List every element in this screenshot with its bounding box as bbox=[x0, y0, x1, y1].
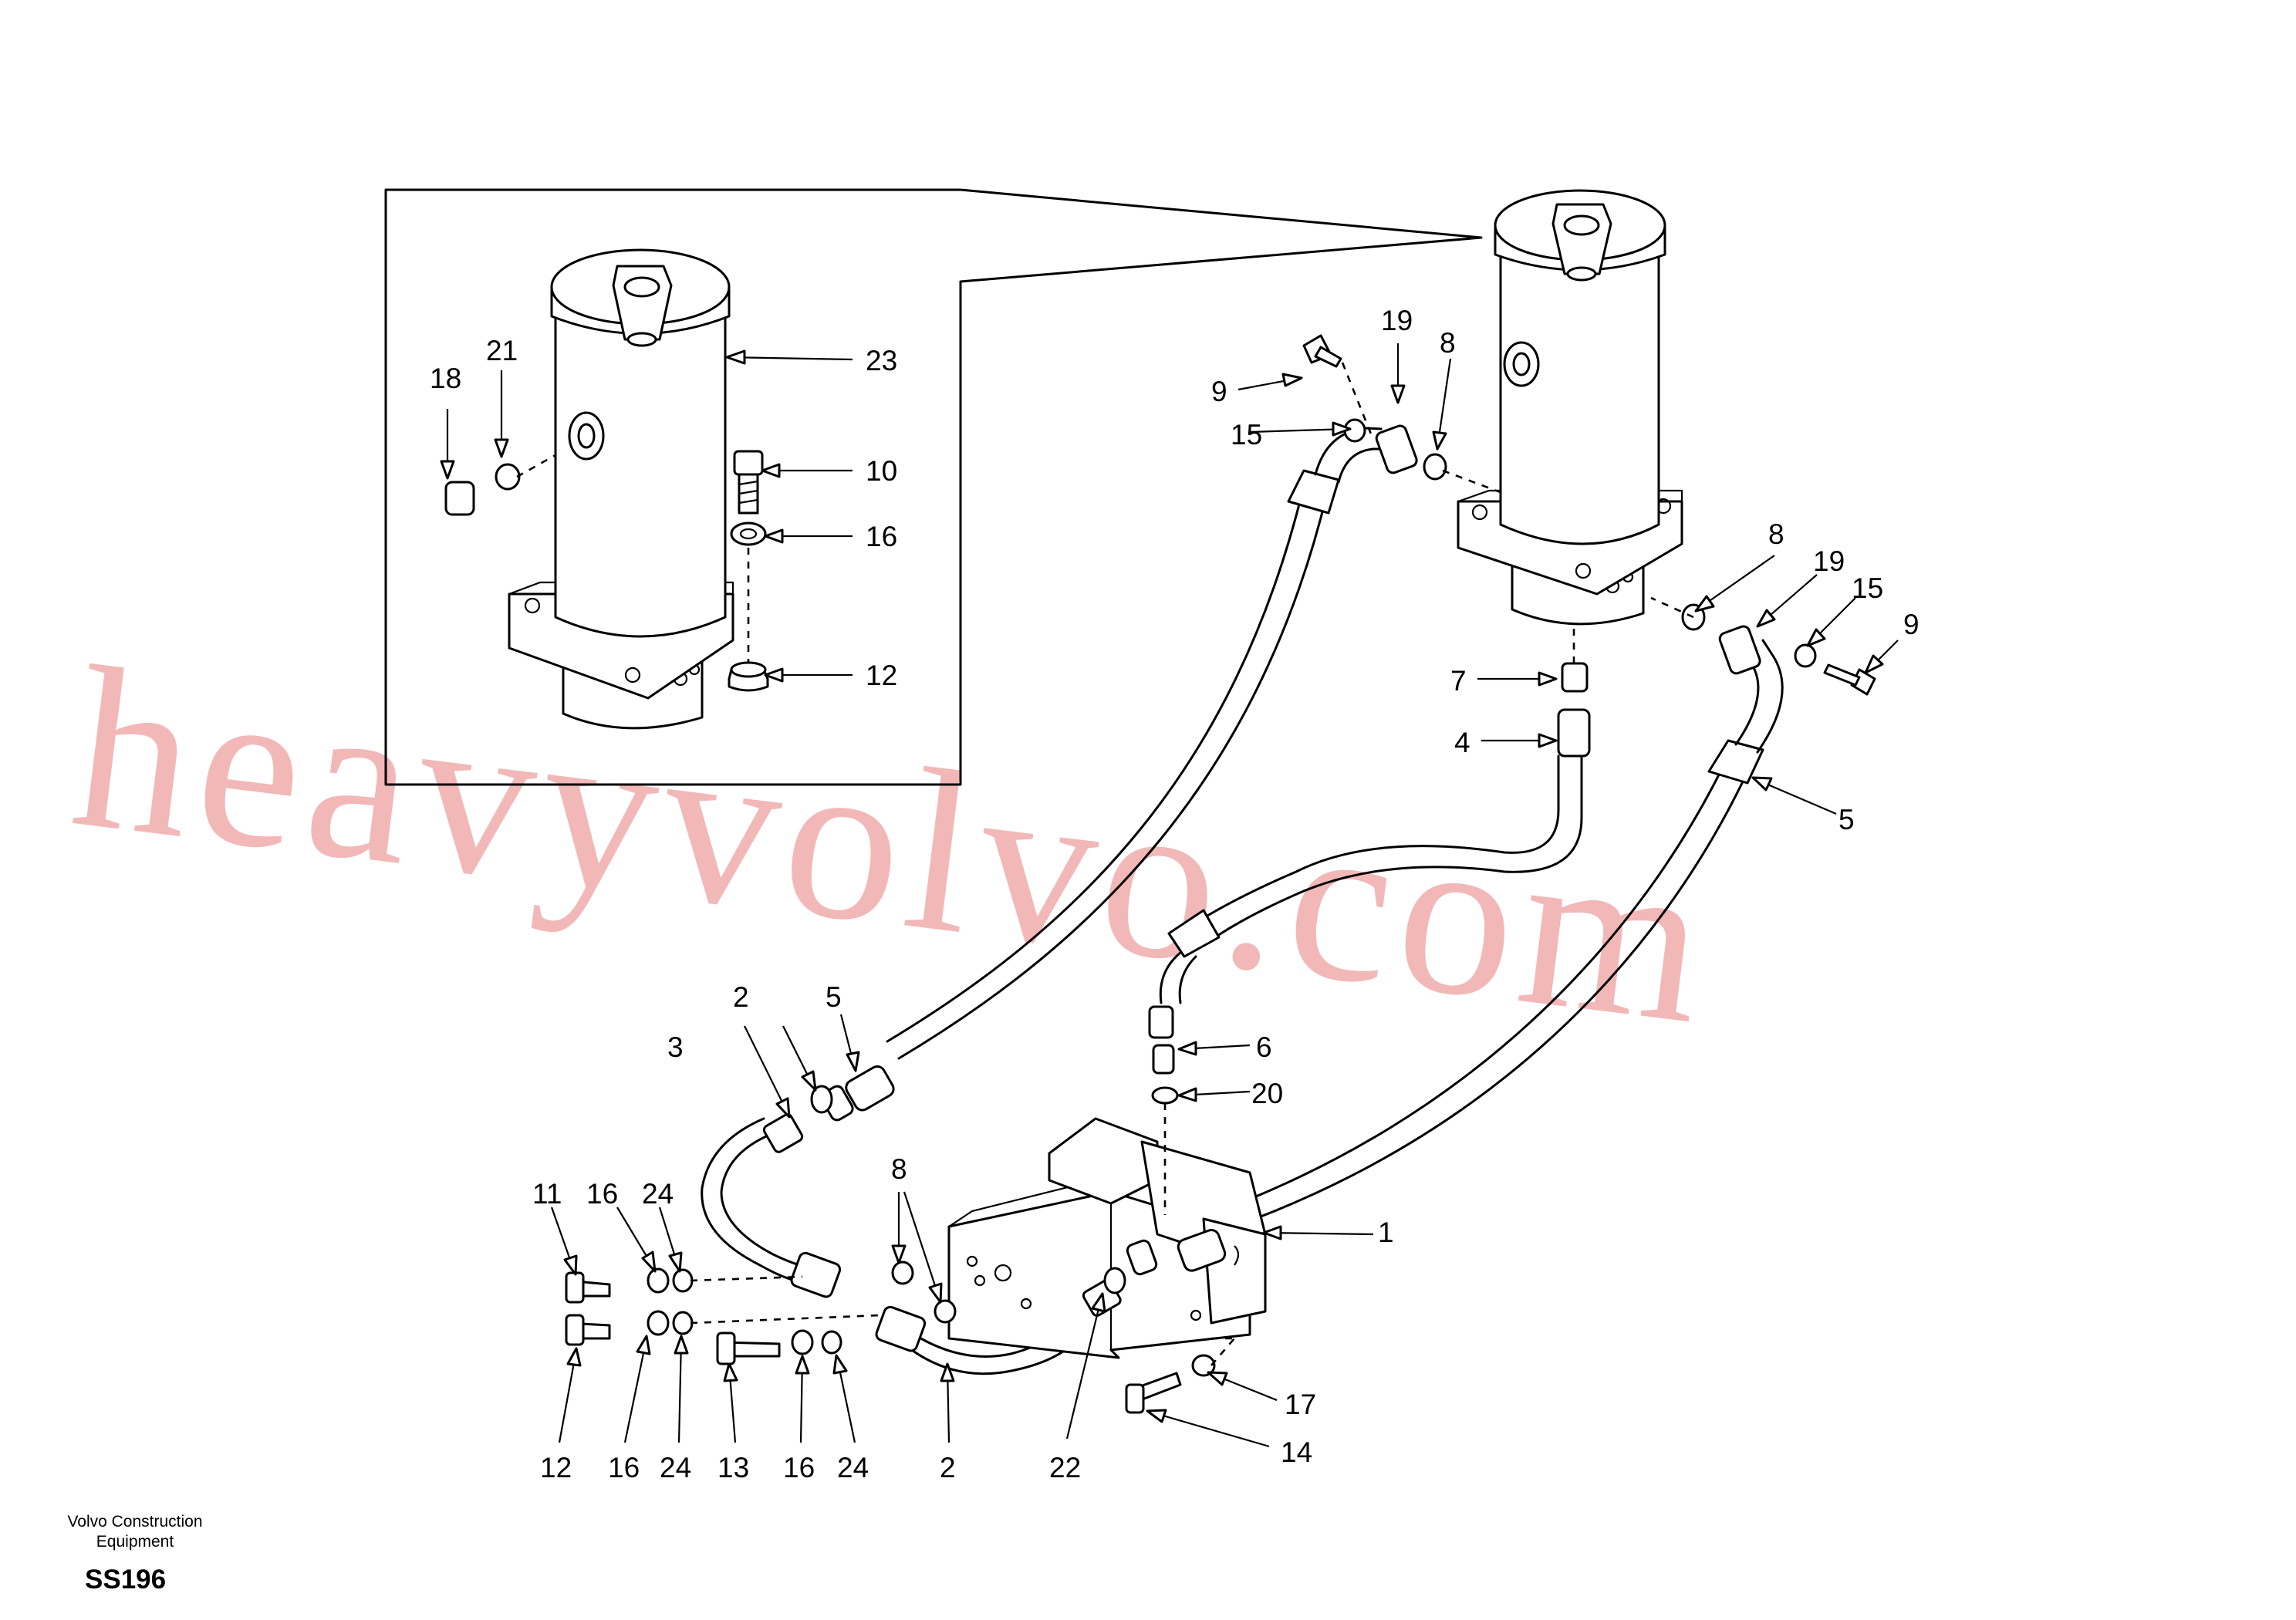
inset-bolt-10 bbox=[733, 450, 764, 515]
inset-nut-14 bbox=[728, 661, 769, 692]
label-15a: 15 bbox=[1231, 419, 1262, 451]
label-11: 11 bbox=[532, 1178, 562, 1210]
inset-swivel-cylinder bbox=[508, 248, 734, 730]
label-8c: 8 bbox=[891, 1153, 907, 1185]
label-24b: 24 bbox=[660, 1452, 691, 1483]
label-8a: 8 bbox=[1440, 327, 1456, 359]
brand-line-2: Equipment bbox=[96, 1533, 174, 1551]
label-22: 22 bbox=[1049, 1452, 1081, 1483]
label-17: 17 bbox=[1285, 1389, 1316, 1420]
label-7: 7 bbox=[1450, 665, 1467, 697]
label-19b: 19 bbox=[1813, 545, 1845, 577]
label-16a: 16 bbox=[866, 521, 897, 552]
label-21: 21 bbox=[486, 335, 518, 366]
label-4: 4 bbox=[1454, 727, 1470, 758]
label-9a: 9 bbox=[1211, 376, 1227, 407]
label-15b: 15 bbox=[1852, 572, 1883, 604]
alignment-lines bbox=[690, 362, 1694, 1366]
hose-5-left bbox=[886, 427, 1386, 1060]
travel-motor bbox=[947, 1117, 1267, 1359]
pipe-3 bbox=[701, 1117, 815, 1286]
label-24c: 24 bbox=[837, 1452, 869, 1483]
label-13: 14 bbox=[1281, 1436, 1312, 1468]
label-16b: 16 bbox=[586, 1178, 618, 1210]
label-14: 12 bbox=[866, 660, 897, 691]
callout-labels: 23 10 16 12 18 21 9 15 19 8 8 19 15 9 7 … bbox=[430, 305, 1920, 1483]
label-23: 23 bbox=[866, 345, 897, 376]
label-1: 1 bbox=[1378, 1217, 1394, 1248]
label-16c: 16 bbox=[608, 1452, 640, 1483]
label-19a: 19 bbox=[1381, 305, 1413, 336]
fittings bbox=[762, 424, 1761, 1352]
label-9b: 9 bbox=[1903, 609, 1920, 640]
label-20: 20 bbox=[1251, 1078, 1283, 1109]
label-8b: 8 bbox=[1768, 518, 1784, 550]
label-12b: 13 bbox=[718, 1452, 749, 1483]
label-10: 10 bbox=[866, 455, 897, 487]
label-16d: 16 bbox=[783, 1452, 815, 1483]
label-2-top: 2 bbox=[733, 981, 749, 1013]
label-6: 6 bbox=[1256, 1031, 1272, 1063]
label-24a: 24 bbox=[642, 1178, 674, 1210]
label-12a: 12 bbox=[540, 1452, 572, 1483]
inset-oring-21 bbox=[495, 463, 521, 491]
label-3: 3 bbox=[667, 1031, 684, 1063]
inset-washer-16 bbox=[730, 521, 767, 546]
footer: Volvo Construction Equipment SS196 bbox=[46, 1512, 224, 1595]
label-5-left: 5 bbox=[826, 981, 842, 1013]
detail-inset bbox=[384, 188, 1483, 786]
bolts bbox=[565, 334, 1876, 1414]
hose-4 bbox=[1159, 754, 1583, 1004]
swivel-cylinder bbox=[1457, 189, 1683, 626]
label-5-right: 5 bbox=[1838, 804, 1855, 835]
hose-5-right bbox=[1217, 639, 1784, 1228]
callout-leaders bbox=[440, 343, 1899, 1448]
label-18: 18 bbox=[430, 363, 461, 394]
diagram-code: SS196 bbox=[85, 1564, 167, 1595]
brand-line-1: Volvo Construction bbox=[67, 1513, 203, 1531]
label-2: 2 bbox=[940, 1452, 956, 1483]
inset-plug-18 bbox=[444, 481, 475, 516]
